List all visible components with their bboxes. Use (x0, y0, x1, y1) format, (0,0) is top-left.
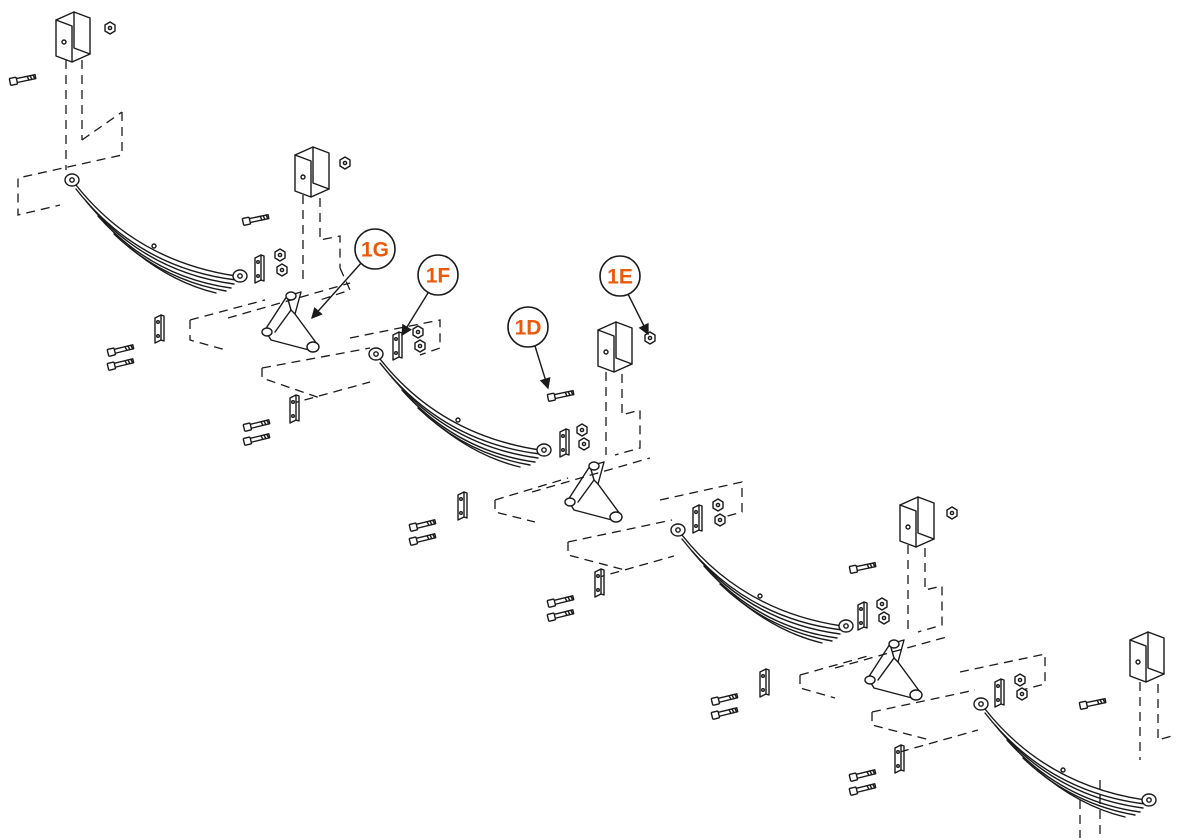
shackle-link (392, 331, 403, 361)
leaf-spring (64, 173, 248, 294)
bolt (241, 212, 270, 227)
leaf-spring (368, 347, 552, 468)
hanger-bracket (1129, 631, 1165, 683)
leaf-spring (670, 523, 854, 644)
bolt (848, 767, 877, 783)
callout-1e: 1E (599, 255, 649, 336)
nut (712, 498, 724, 512)
bolt (848, 781, 877, 797)
equalizer (564, 461, 623, 523)
nut (876, 597, 888, 611)
equalizer (864, 639, 923, 701)
nut (339, 156, 351, 170)
hanger-bracket (294, 146, 330, 198)
nut (412, 325, 424, 339)
nut (1014, 673, 1026, 687)
shackle-link (254, 254, 265, 284)
bolt (1078, 696, 1107, 711)
bolt (242, 431, 271, 447)
bolt (8, 72, 37, 87)
callout-1e-label: 1E (607, 266, 633, 289)
shackle-link (759, 668, 770, 698)
nut (1016, 687, 1028, 701)
callout-1f: 1F (401, 254, 459, 337)
nut (714, 513, 726, 527)
nut (578, 437, 590, 451)
bolt (408, 517, 437, 533)
shackle-link (994, 678, 1005, 708)
shackle-link (594, 568, 605, 598)
bolt (710, 691, 739, 707)
callout-1f-label: 1F (426, 265, 451, 288)
bolt (710, 705, 739, 721)
nut (414, 339, 426, 353)
callout-1d-label: 1D (515, 317, 542, 340)
leaf-spring (973, 697, 1157, 818)
axle-group-1 (8, 11, 351, 372)
axle-group-4 (848, 631, 1176, 838)
hanger-bracket (597, 321, 633, 373)
nut (576, 423, 588, 437)
hanger-bracket (899, 496, 935, 548)
bolt (546, 388, 575, 403)
bolt (546, 593, 575, 609)
bolt (408, 531, 437, 547)
callout-1d: 1D (507, 306, 551, 390)
hanger-bracket (55, 11, 91, 63)
shackle-link (154, 314, 165, 344)
nut (878, 611, 890, 625)
shackle-link (559, 428, 570, 458)
callout-1g: 1G (311, 228, 396, 320)
bolt (242, 417, 271, 433)
shackle-link (692, 504, 703, 534)
equalizer (261, 291, 320, 353)
nut (104, 21, 116, 35)
nut (946, 506, 958, 520)
bolt (106, 356, 135, 372)
shackle-link (894, 744, 905, 774)
nut (644, 331, 656, 345)
callout-1g-label: 1G (361, 239, 389, 262)
nut (276, 263, 288, 277)
shackle-link (289, 394, 300, 424)
shackle-link (857, 601, 868, 631)
nut (274, 248, 286, 262)
bolt (106, 342, 135, 358)
bolt (546, 607, 575, 623)
axle-group-3 (546, 481, 958, 721)
bolt (848, 560, 877, 575)
axle-group-2 (242, 319, 656, 547)
shackle-link (457, 491, 468, 521)
